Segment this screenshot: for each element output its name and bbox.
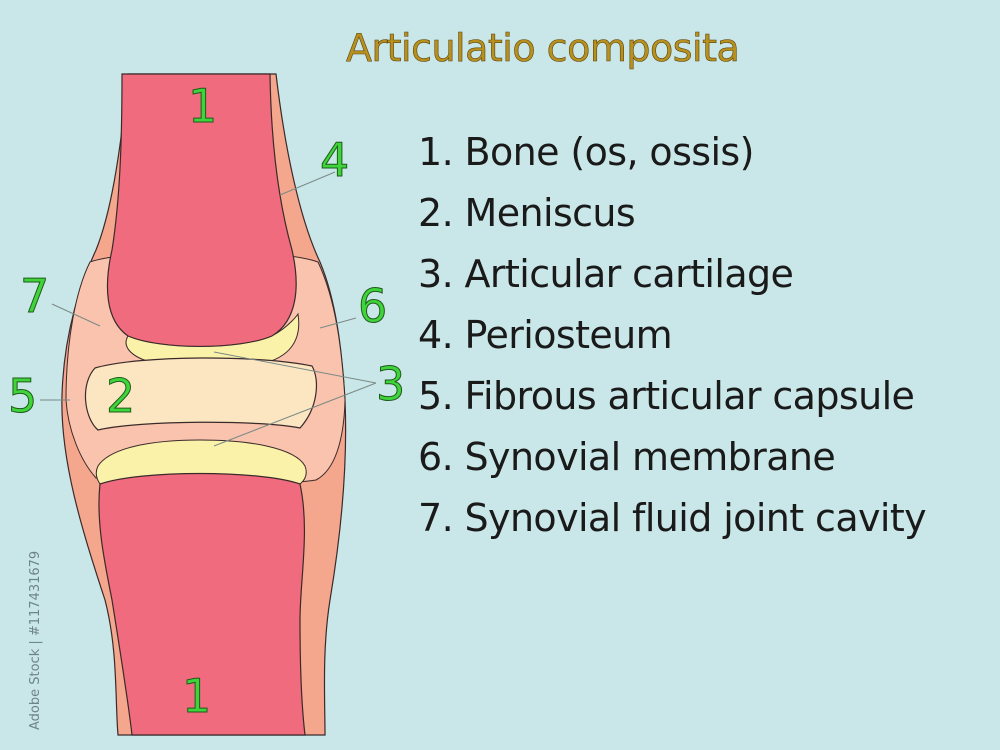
- legend-item-bone: 1. Bone (os, ossis): [418, 130, 754, 174]
- legend-item-periosteum: 4. Periosteum: [418, 313, 673, 357]
- leader-cartilage-lower: [213, 382, 377, 447]
- legend-item-meniscus: 2. Meniscus: [418, 191, 636, 235]
- callout-synovial-membrane: 6: [358, 279, 387, 333]
- stock-watermark: Adobe Stock | #117431679: [28, 550, 43, 730]
- leader-synovial-membrane: [319, 317, 357, 329]
- callout-capsule: 5: [8, 369, 37, 423]
- leader-lines: [40, 171, 377, 447]
- leader-cavity: [51, 303, 101, 327]
- callout-bone-top: 1: [188, 79, 217, 133]
- legend-item-fibrous-capsule: 5. Fibrous articular capsule: [418, 374, 915, 418]
- callout-cavity: 7: [20, 269, 49, 323]
- diagram-title: Articulatio composita: [346, 26, 740, 71]
- legend-item-articular-cartilage: 3. Articular cartilage: [418, 252, 794, 296]
- lower-bone: [98, 472, 306, 736]
- legend-list: 1. Bone (os, ossis) 2. Meniscus 3. Artic…: [418, 122, 927, 549]
- legend-item-synovial-fluid-cavity: 7. Synovial fluid joint cavity: [418, 496, 927, 540]
- leader-cartilage-upper: [213, 351, 377, 384]
- leader-periosteum: [279, 171, 336, 196]
- callout-periosteum: 4: [320, 133, 349, 187]
- callout-bone-bottom: 1: [182, 669, 211, 723]
- legend-item-synovial-membrane: 6. Synovial membrane: [418, 435, 836, 479]
- callout-cartilage: 3: [376, 357, 405, 411]
- meniscus: [84, 357, 318, 431]
- callout-meniscus: 2: [106, 369, 135, 423]
